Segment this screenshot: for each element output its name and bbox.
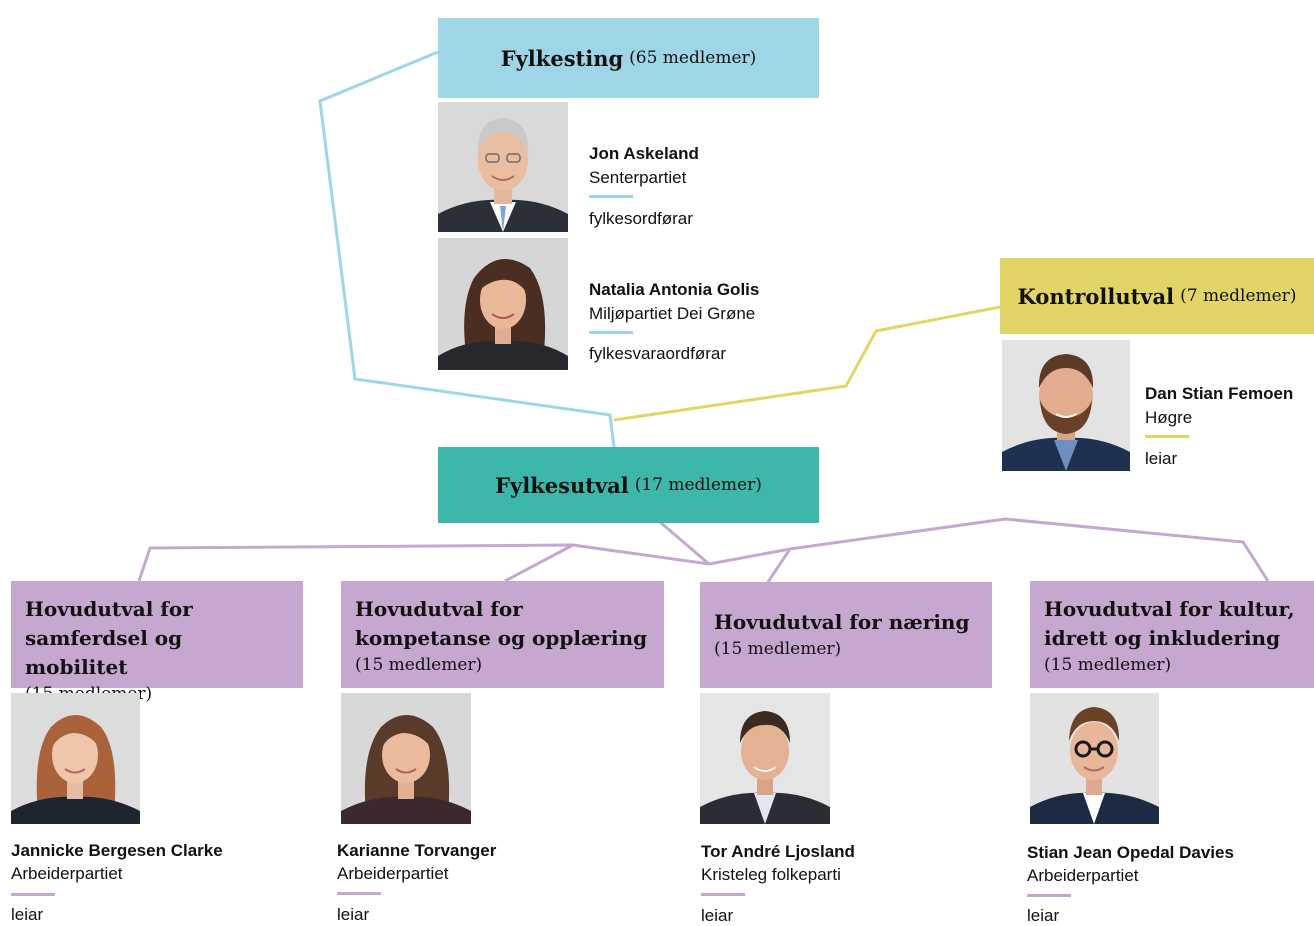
person-name: Dan Stian Femoen xyxy=(1145,384,1294,403)
kontrollutval-box: Kontrollutval (7 medlemer) xyxy=(1000,258,1314,334)
person-party: Arbeiderpartiet xyxy=(337,864,449,883)
hovudutval-naering-box: Hovudutval for næring (15 medlemer) xyxy=(700,582,992,688)
person-party: Kristeleg folkeparti xyxy=(701,865,841,884)
fylkesting-title: Fylkesting xyxy=(500,45,624,71)
person-name: Tor André Ljosland xyxy=(701,842,855,861)
person-name: Stian Jean Opedal Davies xyxy=(1027,843,1234,862)
avatar-natalia-antonia-golis xyxy=(438,238,568,370)
hovudutval-samferdsel-box: Hovudutval for samferdsel og mobilitet (… xyxy=(11,581,303,704)
connector-fylkesting-fylkesutval xyxy=(318,50,616,448)
connector-hovudutval-naering xyxy=(708,546,794,583)
person-name: Karianne Torvanger xyxy=(337,841,497,860)
person-name: Natalia Antonia Golis xyxy=(589,280,760,299)
kontrollutval-count: (7 medlemer) xyxy=(1180,286,1297,306)
person-party: Senterpartiet xyxy=(589,168,687,187)
connector-kontrollutval-fylkesutval xyxy=(613,305,1001,422)
avatar-dan-stian-femoen xyxy=(1002,340,1130,471)
person-party: Arbeiderpartiet xyxy=(11,864,123,883)
hovudutval-count: (15 medlemer) xyxy=(1044,655,1172,675)
hovudutval-count: (15 medlemer) xyxy=(714,639,842,659)
person-role: leiar xyxy=(1027,906,1060,925)
hovudutval-kultur-box: Hovudutval for kultur, idrett og inklude… xyxy=(1030,581,1314,688)
person-role: fylkesordførar xyxy=(589,209,693,228)
connector-fylkesutval-hub xyxy=(659,520,710,566)
hovudutval-count: (15 medlemer) xyxy=(355,655,483,675)
avatar-jon-askeland xyxy=(438,102,568,232)
person-role: leiar xyxy=(337,905,370,924)
hovudutval-title: Hovudutval for næring xyxy=(714,610,970,634)
connector-hovudutval-kompetanse xyxy=(504,543,574,583)
person-role: leiar xyxy=(11,905,44,924)
person-party: Arbeiderpartiet xyxy=(1027,866,1139,885)
divider xyxy=(589,331,633,334)
divider xyxy=(1145,435,1189,438)
fylkesting-count: (65 medlemer) xyxy=(629,48,757,68)
avatar-jannicke-bergesen-clarke xyxy=(11,693,140,824)
person-role: fylkesvaraordførar xyxy=(589,344,726,363)
fylkesting-box: Fylkesting (65 medlemer) xyxy=(438,18,819,98)
person-role: leiar xyxy=(701,906,734,925)
person-name: Jannicke Bergesen Clarke xyxy=(11,841,223,860)
hovudutval-title: Hovudutval for samferdsel og mobilitet xyxy=(25,597,193,679)
avatar-stian-jean-opedal-davies xyxy=(1030,693,1159,824)
connector-hovudutval-kultur xyxy=(789,517,1270,582)
avatar-karianne-torvanger xyxy=(341,693,471,824)
hovudutval-title: Hovudutval for kompetanse og opplæring xyxy=(355,597,648,650)
hovudutval-kompetanse-box: Hovudutval for kompetanse og opplæring (… xyxy=(341,581,664,688)
divider xyxy=(701,893,745,896)
kontrollutval-title: Kontrollutval xyxy=(1017,283,1175,309)
fylkesutval-title: Fylkesutval xyxy=(495,472,629,498)
hovudutval-title: Hovudutval for kultur, idrett og inklude… xyxy=(1044,597,1295,650)
fylkesutval-count: (17 medlemer) xyxy=(634,475,762,495)
fylkesutval-box: Fylkesutval (17 medlemer) xyxy=(438,447,819,523)
avatar-tor-andre-ljosland xyxy=(700,693,830,824)
divider xyxy=(11,893,55,896)
person-name: Jon Askeland xyxy=(589,144,699,163)
person-role: leiar xyxy=(1145,449,1178,468)
person-party: Miljøpartiet Dei Grøne xyxy=(589,304,756,323)
divider xyxy=(1027,894,1071,897)
divider xyxy=(589,195,633,198)
divider xyxy=(337,892,381,895)
connector-hovudutval-samferdsel xyxy=(137,543,710,582)
person-party: Høgre xyxy=(1145,408,1193,427)
